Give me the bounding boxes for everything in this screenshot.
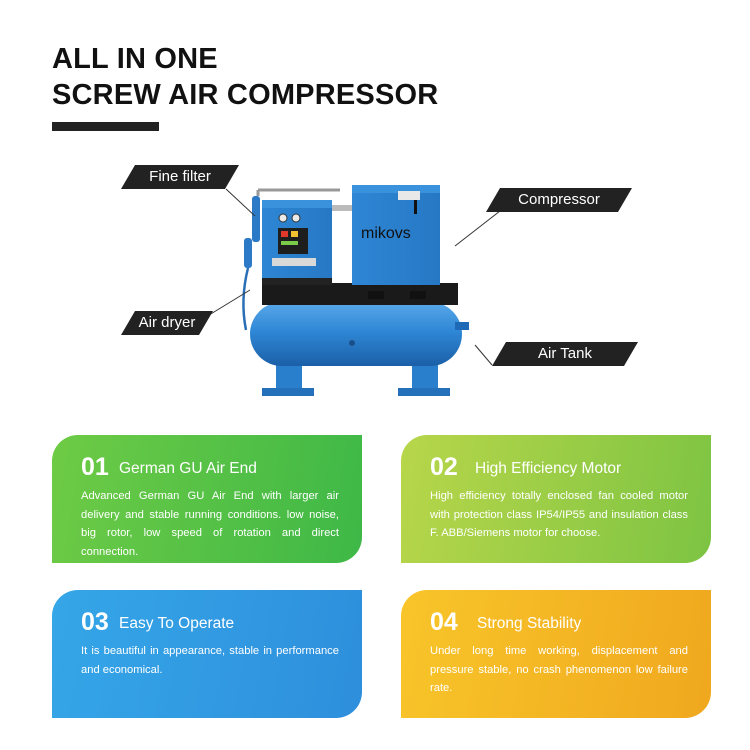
feature-heading: Easy To Operate (119, 615, 235, 632)
feature-number: 02 (430, 453, 458, 481)
compressor-unit (352, 185, 440, 285)
feature-description: It is beautiful in appearance, stable in… (81, 645, 339, 676)
feature-description: Under long time working, displacement an… (430, 645, 688, 695)
air-tank (250, 302, 462, 366)
feature-card-2: 02 High Efficiency Motor High efficiency… (401, 435, 711, 563)
feature-heading: German GU Air End (119, 460, 257, 477)
label-air-dryer: Air dryer (121, 311, 213, 335)
label-fine-filter: Fine filter (121, 165, 239, 189)
title-underline (52, 122, 159, 131)
feature-number: 01 (81, 453, 109, 481)
brand-logo: mikovs (361, 225, 411, 242)
label-air-tank: Air Tank (492, 342, 638, 366)
title-line-1: ALL IN ONE (52, 43, 218, 75)
feature-number: 03 (81, 608, 109, 636)
feature-number: 04 (430, 608, 458, 636)
feature-heading: Strong Stability (477, 615, 582, 632)
base-frame (262, 283, 458, 305)
feature-description: High efficiency totally enclosed fan coo… (430, 490, 688, 540)
feature-description: Advanced German GU Air End with larger a… (81, 490, 339, 558)
feature-heading: High Efficiency Motor (475, 460, 622, 477)
fine-filter (252, 196, 260, 242)
compressor-illustration: mikovs (242, 185, 469, 396)
label-compressor: Compressor (486, 188, 632, 212)
feature-card-3: 03 Easy To Operate It is beautiful in ap… (52, 590, 362, 718)
title-line-2: SCREW AIR COMPRESSOR (52, 79, 439, 111)
feature-card-1: 01 German GU Air End Advanced German GU … (52, 435, 362, 563)
feature-card-4: 04 Strong Stability Under long time work… (401, 590, 711, 718)
